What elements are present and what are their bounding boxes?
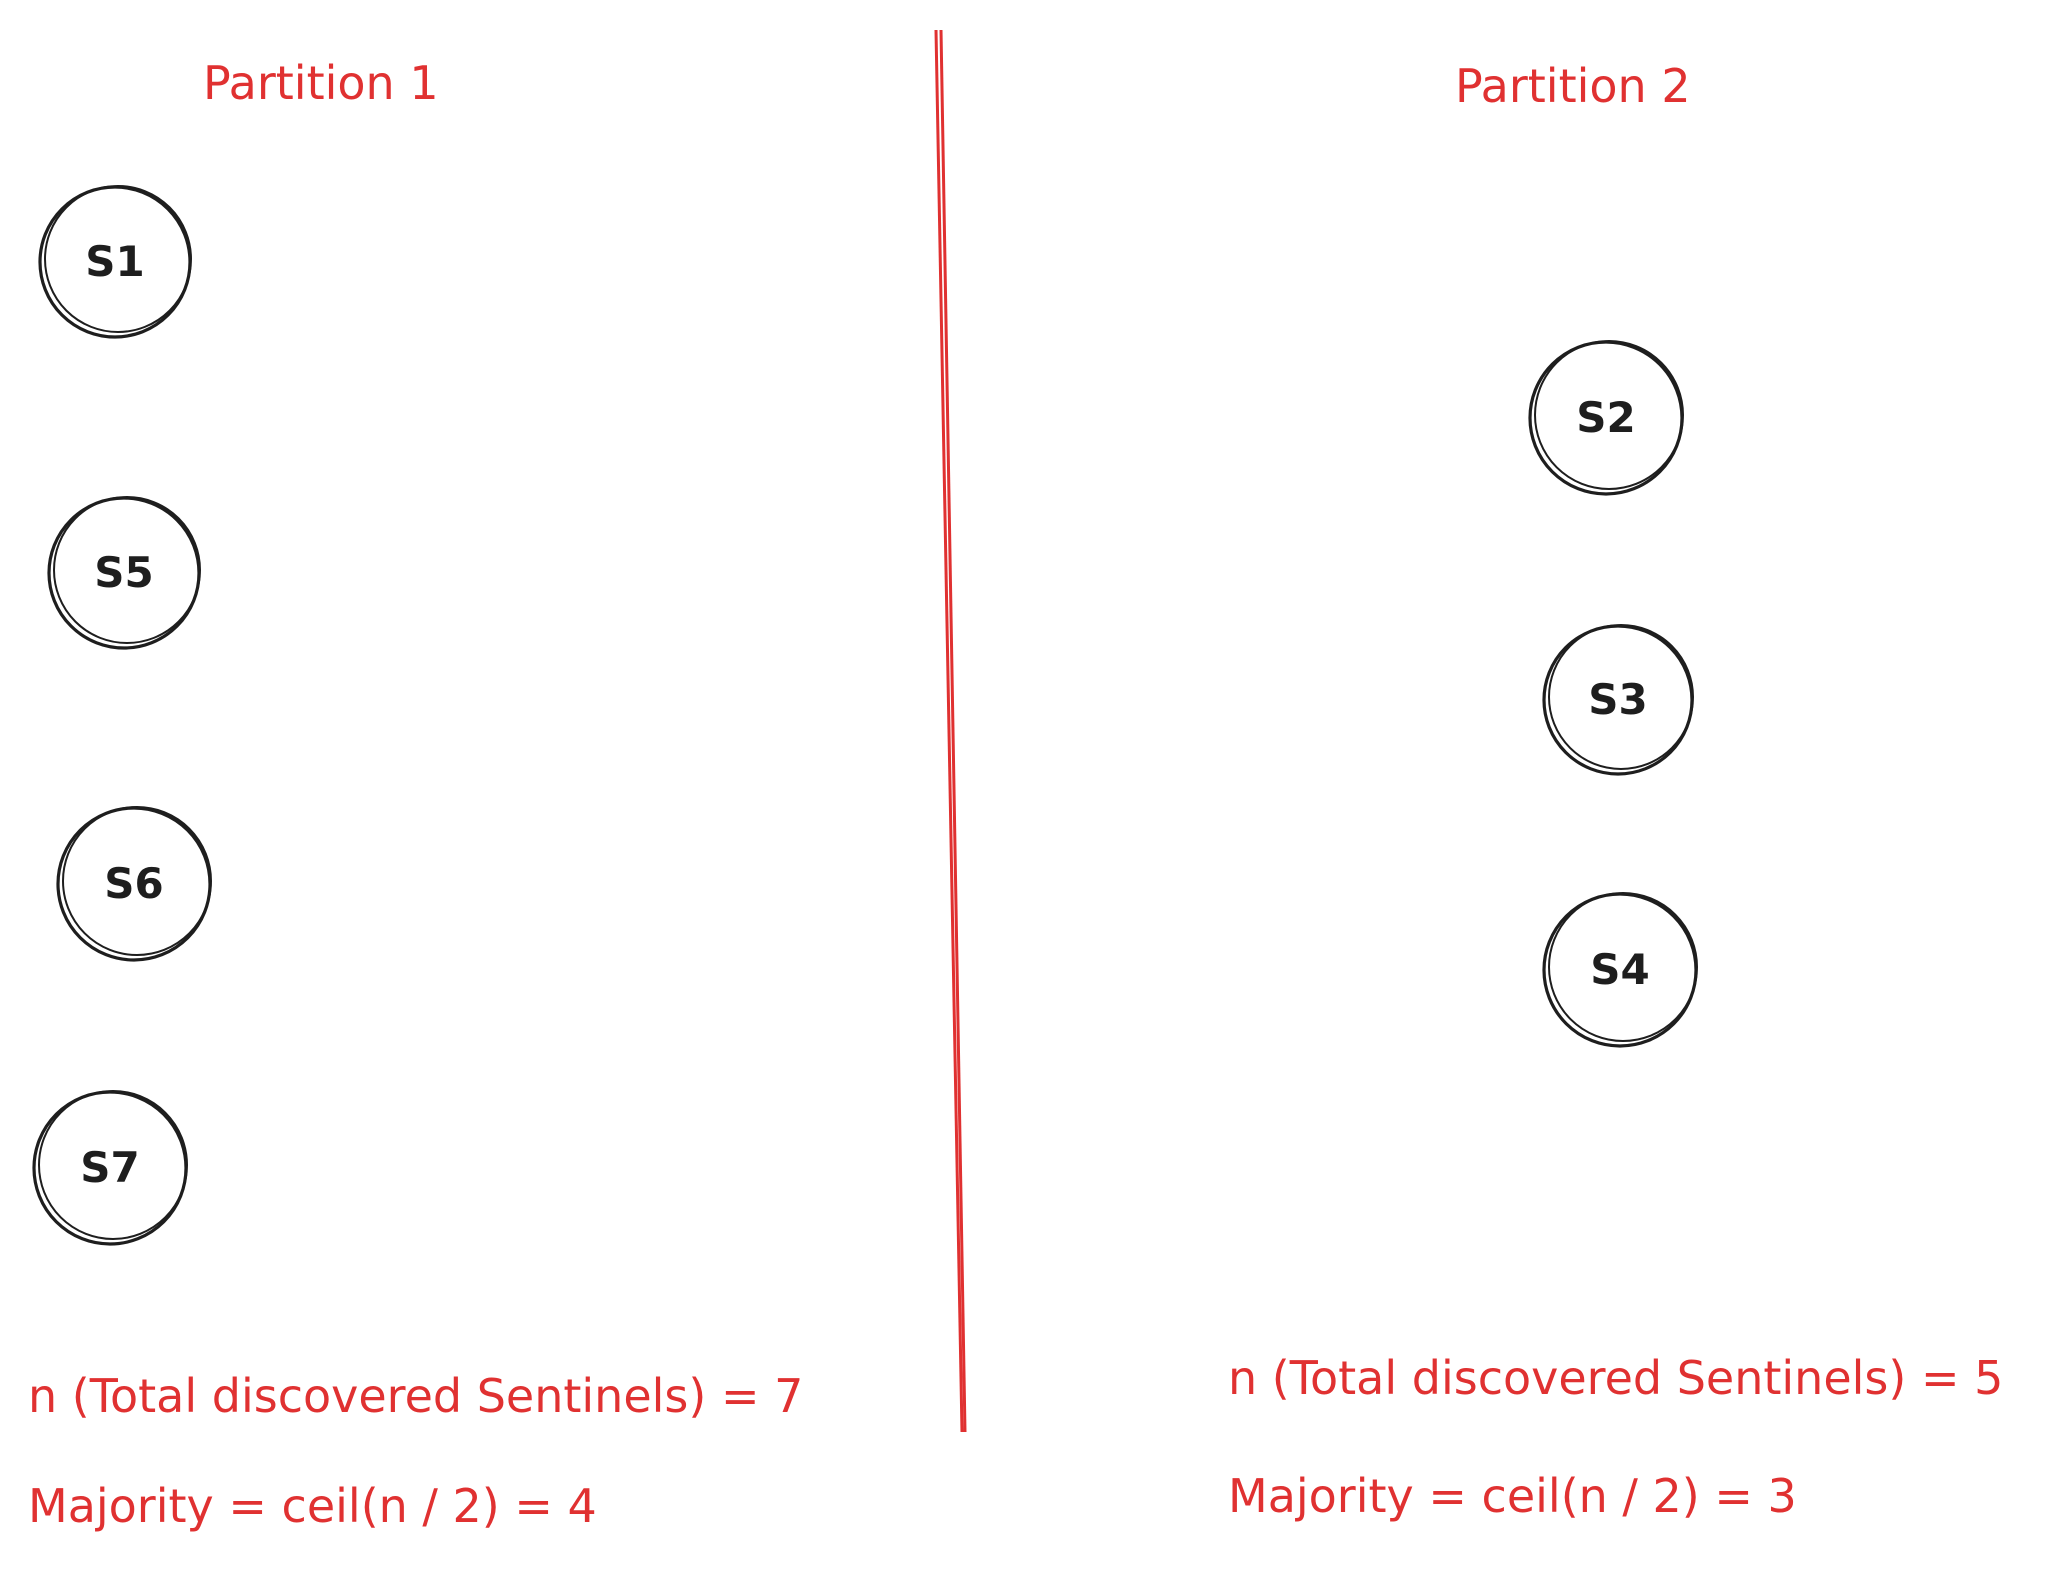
node-s1: S1 bbox=[38, 185, 192, 339]
node-s2-label: S2 bbox=[1576, 393, 1635, 442]
node-s7-label: S7 bbox=[80, 1143, 139, 1192]
partition-1: Partition 1 S1 S5 S6 S7 n (Total discove… bbox=[28, 56, 803, 1533]
node-s5: S5 bbox=[47, 496, 201, 650]
node-s3: S3 bbox=[1542, 624, 1694, 776]
partition-2-total: n (Total discovered Sentinels) = 5 bbox=[1228, 1351, 2003, 1405]
node-s5-label: S5 bbox=[94, 548, 153, 597]
node-s3-label: S3 bbox=[1588, 675, 1647, 724]
partition-1-title: Partition 1 bbox=[203, 56, 439, 110]
node-s2: S2 bbox=[1528, 340, 1684, 496]
partition-divider bbox=[934, 29, 967, 1433]
node-s6-label: S6 bbox=[104, 859, 163, 908]
partition-2: Partition 2 S2 S3 S4 n (Total discovered… bbox=[1228, 59, 2003, 1523]
partition-1-total: n (Total discovered Sentinels) = 7 bbox=[28, 1369, 803, 1423]
node-s4-label: S4 bbox=[1590, 945, 1649, 994]
partition-2-majority: Majority = ceil(n / 2) = 3 bbox=[1228, 1469, 1797, 1523]
node-s6: S6 bbox=[56, 806, 212, 962]
node-s7: S7 bbox=[32, 1090, 188, 1246]
node-s1-label: S1 bbox=[85, 237, 144, 286]
node-s4: S4 bbox=[1542, 892, 1698, 1048]
partition-1-majority: Majority = ceil(n / 2) = 4 bbox=[28, 1479, 597, 1533]
partition-2-title: Partition 2 bbox=[1455, 59, 1691, 113]
